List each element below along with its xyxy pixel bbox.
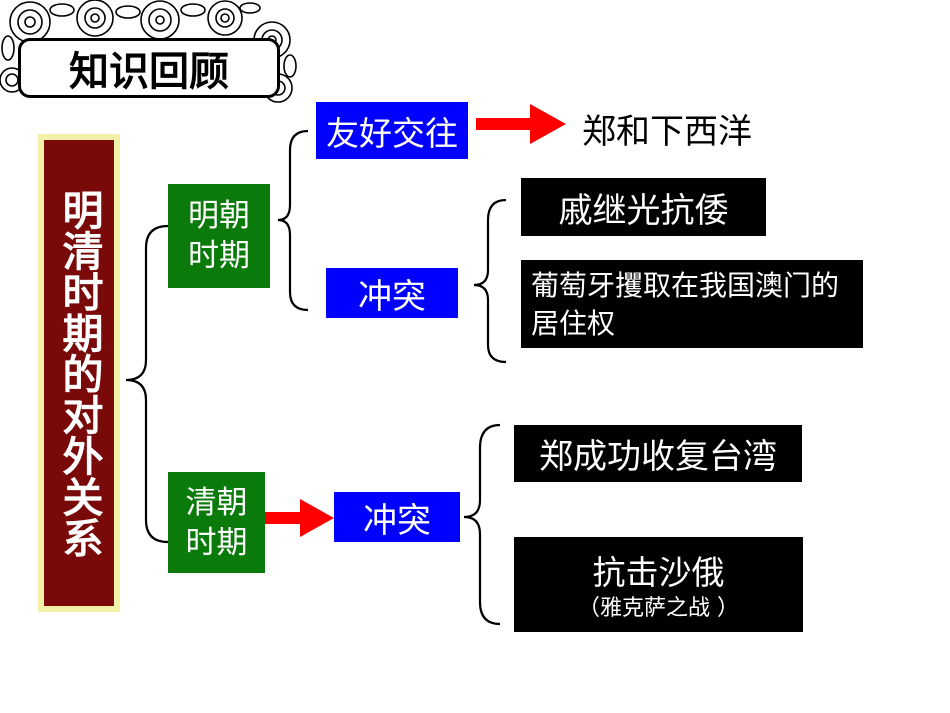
- ming-event-2-box: 葡萄牙攫取在我国澳门的居住权: [521, 260, 863, 348]
- ming-conflict-brace: [473, 198, 507, 364]
- ming-brace: [277, 129, 309, 312]
- main-brace: [125, 224, 169, 544]
- qing-event-2-sub: （雅克萨之战 ）: [578, 596, 739, 621]
- qing-period-label: 清朝 时期: [185, 484, 248, 561]
- arrow-qing: [258, 499, 334, 537]
- ming-event-1-box: 戚继光抗倭: [521, 178, 766, 236]
- ming-period-box: 明朝 时期: [168, 184, 270, 288]
- zheng-he-voyages-text: 郑和下西洋: [582, 112, 752, 152]
- qing-event-2-box: 抗击沙俄 （雅克萨之战 ）: [514, 537, 803, 632]
- friendly-exchange-box: 友好交往: [316, 102, 468, 159]
- qing-event-2-main: 抗击沙俄: [592, 553, 725, 592]
- ming-conflict-box: 冲突: [326, 268, 458, 318]
- arrow-friendly: [476, 104, 566, 144]
- qing-period-box: 清朝 时期: [168, 472, 265, 573]
- section-title: 知识回顾: [18, 38, 280, 98]
- qing-conflict-brace: [463, 423, 501, 626]
- ming-period-label: 明朝 时期: [188, 198, 250, 274]
- qing-event-1-box: 郑成功收复台湾: [514, 425, 802, 482]
- qing-conflict-box: 冲突: [334, 492, 460, 542]
- topic-label: 明清时期的对外关系: [44, 140, 114, 606]
- topic-banner: 明清时期的对外关系: [38, 134, 120, 612]
